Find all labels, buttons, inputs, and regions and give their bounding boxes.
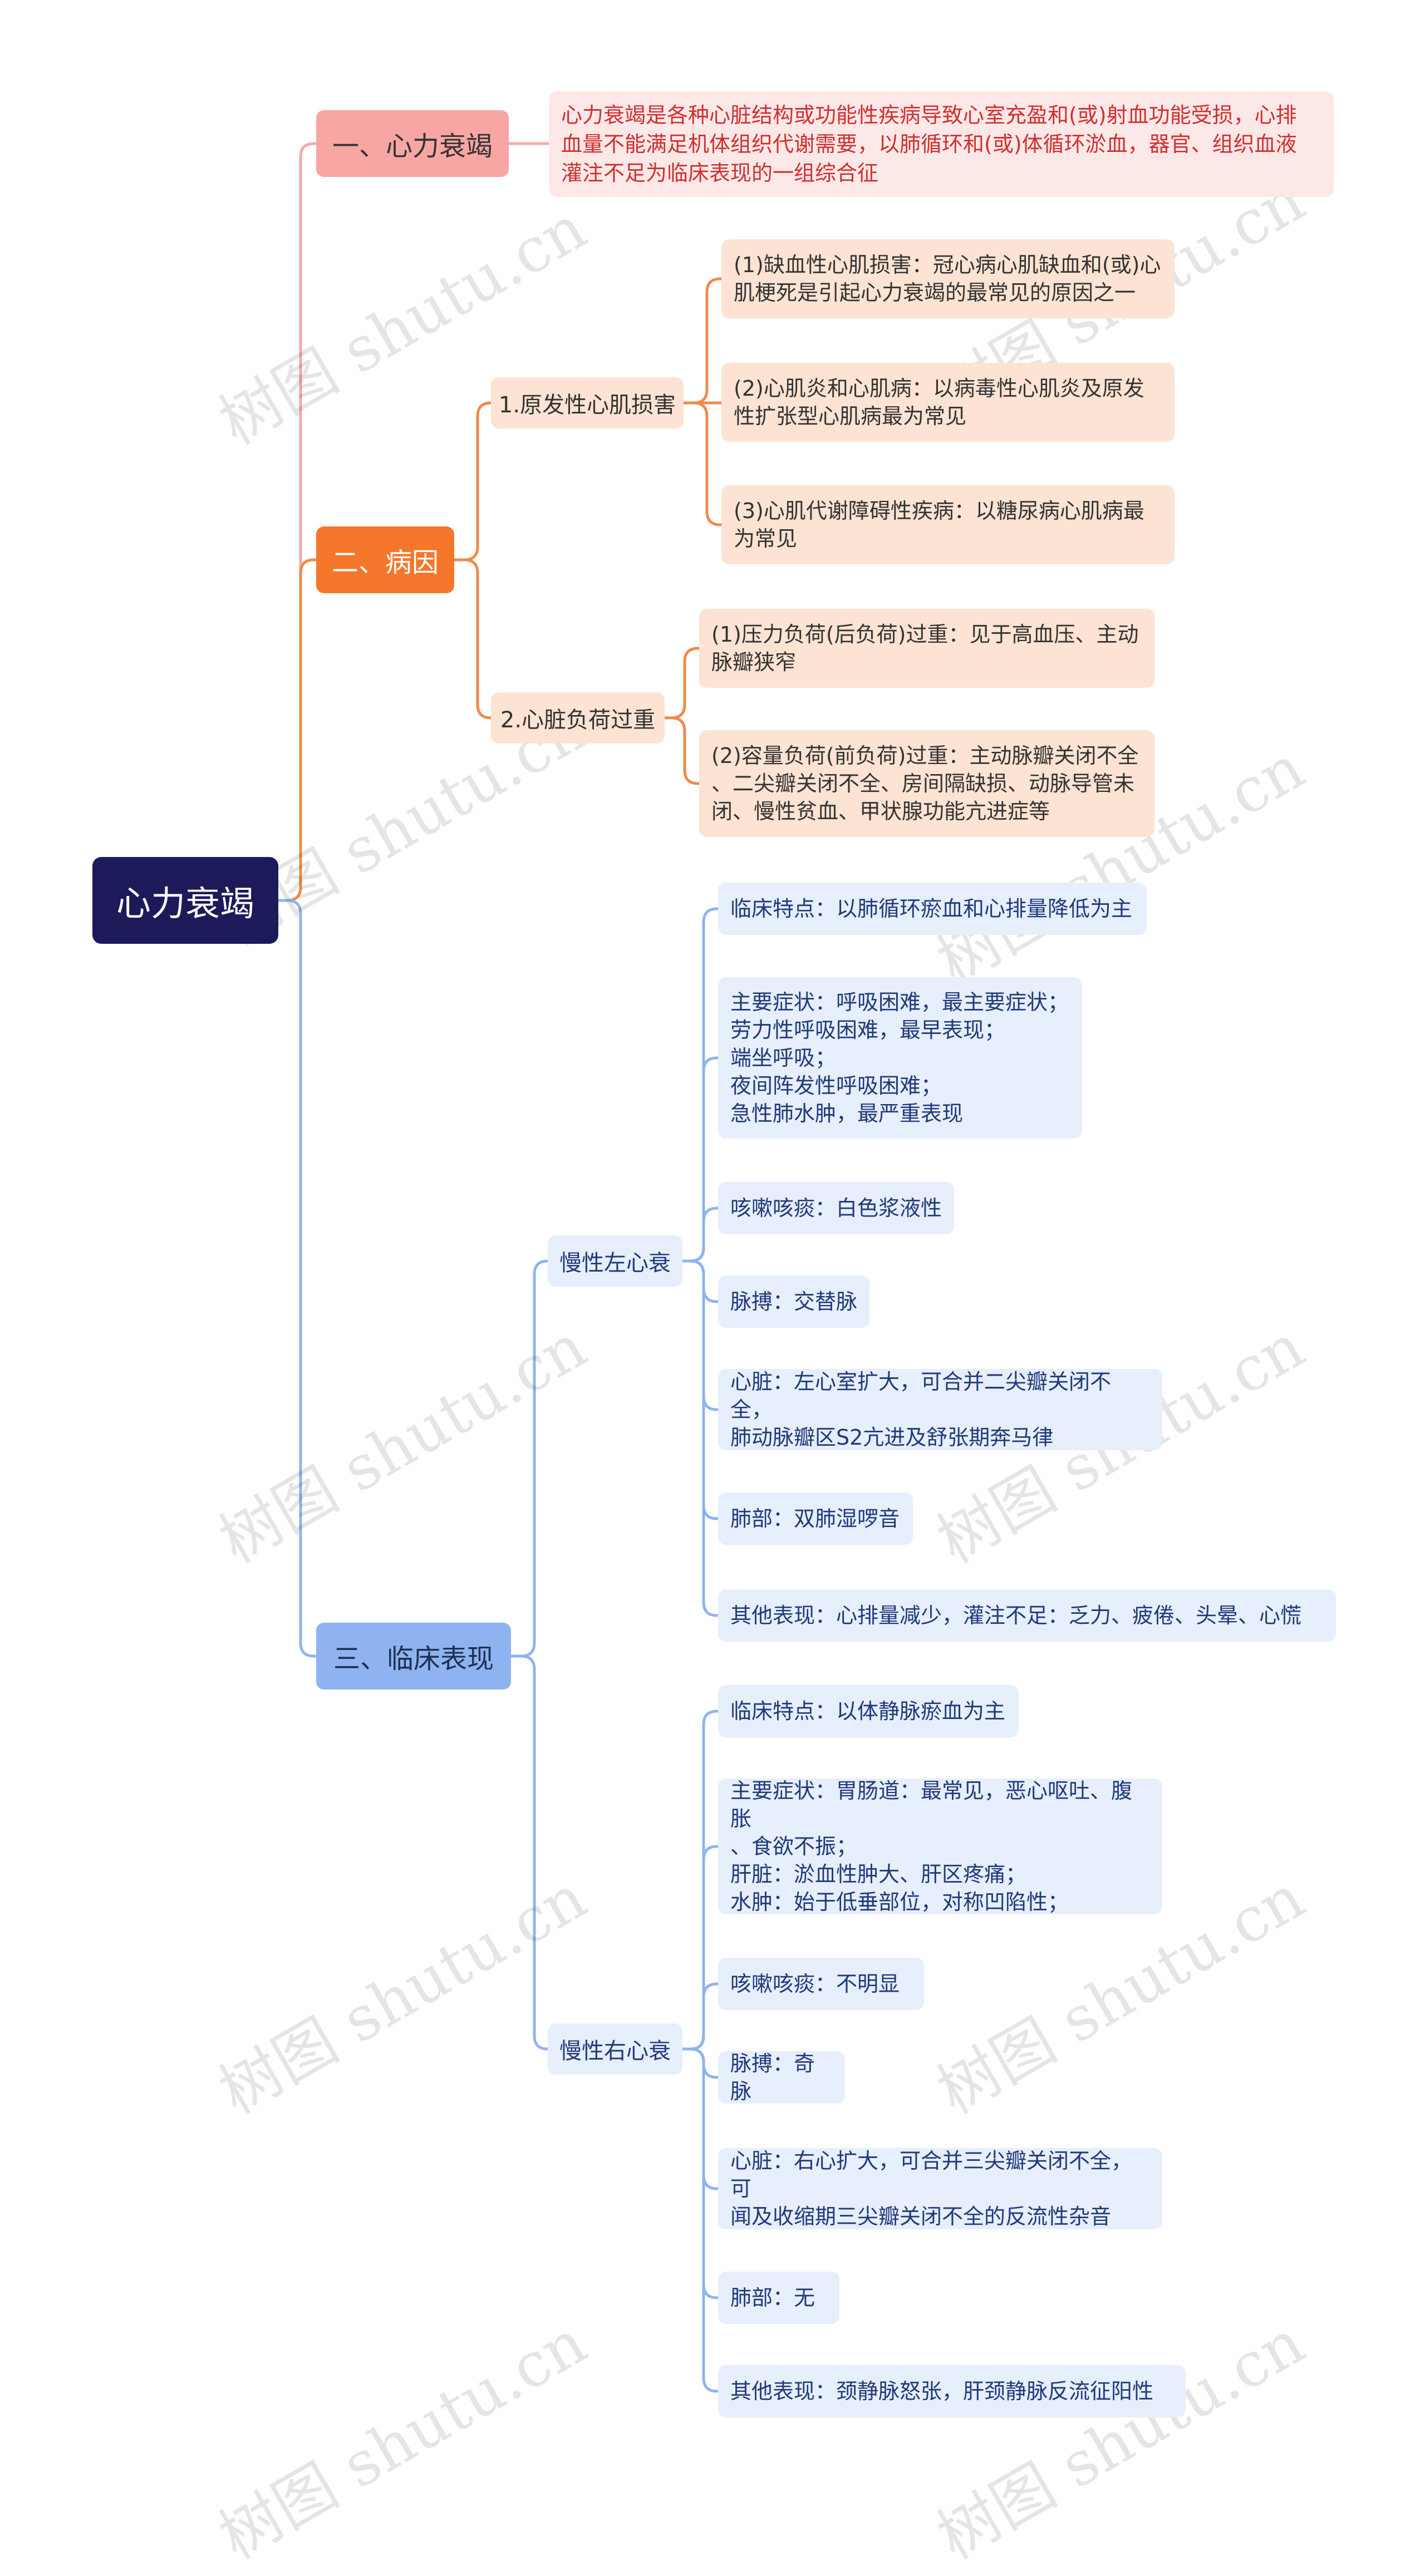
connector-line xyxy=(682,2047,718,2299)
branch-definition[interactable]: 一、心力衰竭 xyxy=(316,110,509,177)
connector-line xyxy=(278,142,316,902)
leaf-right-pulse[interactable]: 脉搏：奇脉 xyxy=(718,2051,845,2104)
leaf-right-main-symptoms[interactable]: 主要症状：胃肠道：最常见，恶心呕吐、腹胀 、食欲不振； 肝脏：淤血性肿大、肝区疼… xyxy=(718,1779,1162,1914)
connector-line xyxy=(665,716,699,785)
leaf-left-other[interactable]: 其他表现：心排量减少，灌注不足：乏力、疲倦、头晕、心慌 xyxy=(718,1589,1336,1642)
leaf-metabolic-disorder[interactable]: (3)心肌代谢障碍性疾病：以糖尿病心肌病最 为常见 xyxy=(721,485,1175,564)
connector-line xyxy=(665,647,699,720)
leaf-right-lungs[interactable]: 肺部：无 xyxy=(718,2272,839,2324)
leaf-right-clinical-feature[interactable]: 临床特点：以体静脉瘀血为主 xyxy=(718,1685,1019,1737)
connector-line xyxy=(511,1654,548,2051)
connector-line xyxy=(682,1710,718,2051)
leaf-right-cough-sputum[interactable]: 咳嗽咳痰：不明显 xyxy=(718,1958,924,2010)
subtopic-primary-myocardial-damage[interactable]: 1.原发性心肌损害 xyxy=(491,377,684,428)
definition-text[interactable]: 心力衰竭是各种心脏结构或功能性疾病导致心室充盈和(或)射血功能受损，心排 血量不… xyxy=(549,91,1334,197)
connector-line xyxy=(682,1259,718,1411)
connector-line xyxy=(682,1056,718,1263)
connector-line xyxy=(682,1259,718,1617)
leaf-left-clinical-feature[interactable]: 临床特点：以肺循环瘀血和心排量降低为主 xyxy=(718,883,1147,935)
connector-line xyxy=(684,277,721,405)
leaf-left-pulse[interactable]: 脉搏：交替脉 xyxy=(718,1275,869,1328)
leaf-left-cough-sputum[interactable]: 咳嗽咳痰：白色浆液性 xyxy=(718,1182,954,1234)
connector-lines xyxy=(278,142,721,2393)
connector-line xyxy=(454,401,492,562)
leaf-right-heart[interactable]: 心脏：右心扩大，可合并三尖瓣关闭不全，可 闻及收缩期三尖瓣关闭不全的反流性杂音 xyxy=(718,2148,1162,2229)
connector-line xyxy=(682,1845,718,2051)
connector-line xyxy=(682,2047,718,2190)
leaf-volume-overload[interactable]: (2)容量负荷(前负荷)过重：主动脉瓣关闭不全 、二尖瓣关闭不全、房间隔缺损、动… xyxy=(699,730,1154,837)
leaf-myocarditis-cardiomyopathy[interactable]: (2)心肌炎和心肌病：以病毒性心肌炎及原发 性扩张型心肌病最为常见 xyxy=(721,363,1175,442)
leaf-left-lungs[interactable]: 肺部：双肺湿啰音 xyxy=(718,1493,913,1545)
branch-etiology[interactable]: 二、病因 xyxy=(316,526,454,593)
leaf-left-main-symptoms[interactable]: 主要症状：呼吸困难，最主要症状； 劳力性呼吸困难，最早表现； 端坐呼吸； 夜间阵… xyxy=(718,977,1082,1139)
subtopic-chronic-right-heart-failure[interactable]: 慢性右心衰 xyxy=(548,2023,682,2075)
connector-line xyxy=(682,1982,718,2051)
leaf-left-heart[interactable]: 心脏：左心室扩大，可合并二尖瓣关闭不全， 肺动脉瓣区S2亢进及舒张期奔马律 xyxy=(718,1369,1162,1450)
connector-line xyxy=(511,1259,548,1658)
connector-line xyxy=(684,401,721,526)
subtopic-chronic-left-heart-failure[interactable]: 慢性左心衰 xyxy=(548,1235,682,1287)
root-node[interactable]: 心力衰竭 xyxy=(92,857,278,944)
connector-line xyxy=(278,558,316,902)
leaf-right-other[interactable]: 其他表现：颈静脉怒张，肝颈静脉反流征阳性 xyxy=(718,2365,1186,2417)
connector-line xyxy=(682,2047,718,2393)
connector-line xyxy=(682,1259,718,1303)
connector-line xyxy=(682,1259,718,1520)
subtopic-cardiac-overload[interactable]: 2.心脏负荷过重 xyxy=(491,692,665,743)
leaf-pressure-overload[interactable]: (1)压力负荷(后负荷)过重：见于高血压、主动 脉瓣狭窄 xyxy=(699,609,1154,688)
leaf-ischemic-damage[interactable]: (1)缺血性心肌损害：冠心病心肌缺血和(或)心 肌梗死是引起心力衰竭的最常见的原… xyxy=(721,239,1175,318)
connector-line xyxy=(278,899,316,1658)
branch-clinical[interactable]: 三、临床表现 xyxy=(316,1623,511,1690)
connector-line xyxy=(454,558,492,720)
connector-line xyxy=(682,1206,718,1263)
